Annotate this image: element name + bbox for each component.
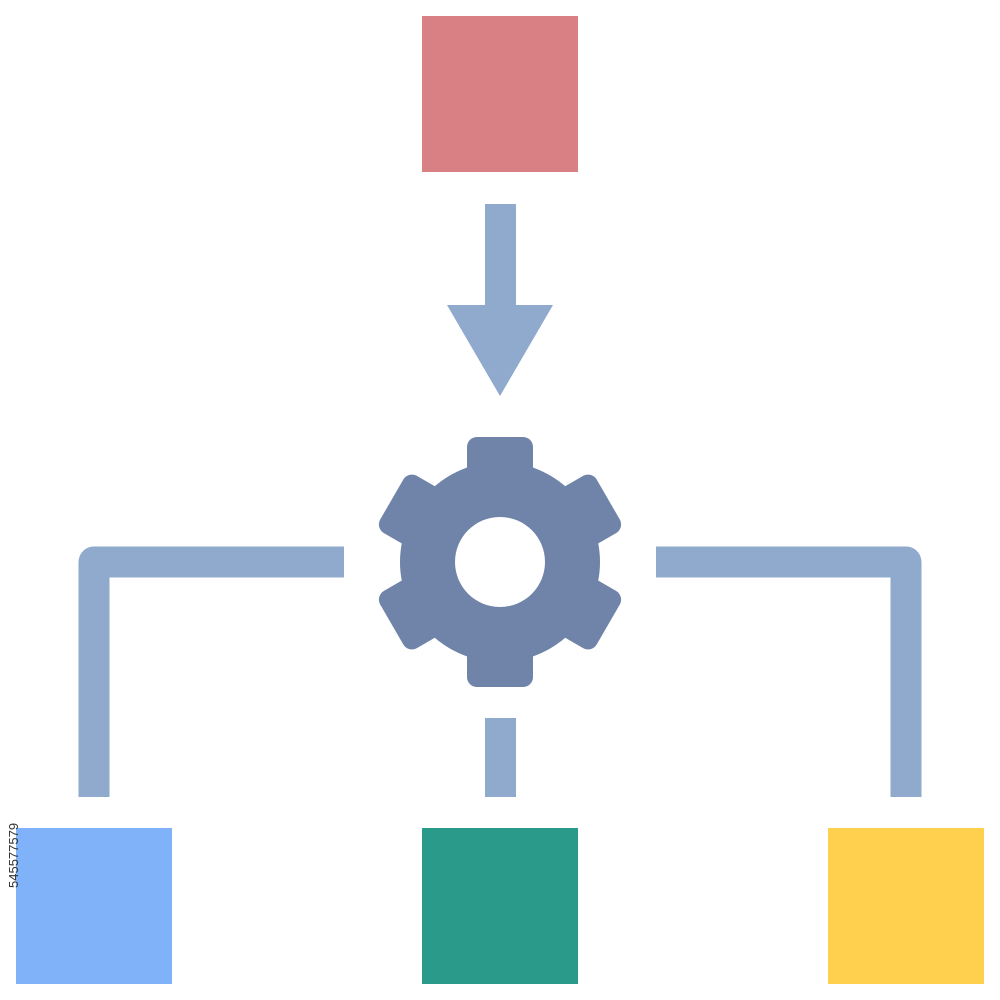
connector-center	[485, 718, 516, 797]
arrow-down-icon	[447, 204, 553, 396]
connector-right	[656, 546, 922, 797]
output-box-center	[422, 828, 578, 984]
output-box-left	[16, 828, 172, 984]
gear-icon	[378, 437, 622, 687]
output-box-right	[828, 828, 984, 984]
connector-left	[78, 546, 344, 797]
input-box	[422, 16, 578, 172]
stock-id-watermark: 545577579	[6, 822, 21, 888]
gear-hole	[455, 517, 545, 607]
